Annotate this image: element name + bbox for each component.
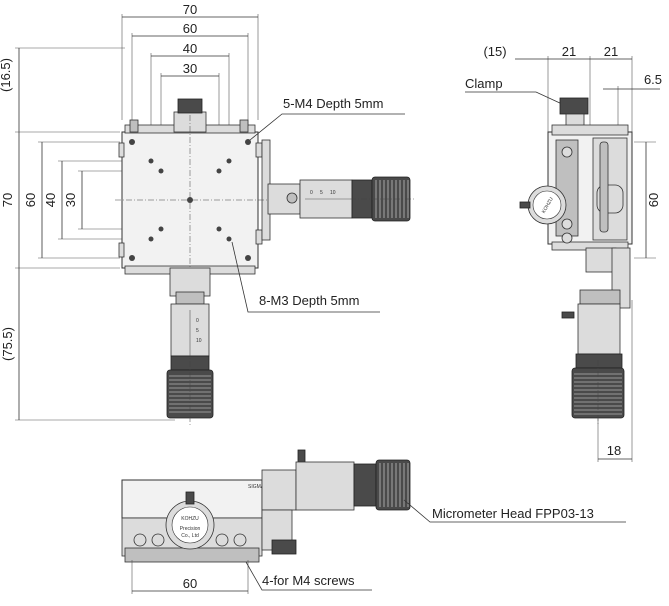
dim-60-top: 60 — [131, 21, 249, 125]
dim-60-left-label: 60 — [23, 193, 38, 207]
svg-text:Co., Ltd: Co., Ltd — [181, 533, 199, 539]
side-tab — [255, 229, 263, 245]
m3-hole — [216, 168, 222, 174]
m3-leader — [231, 241, 380, 313]
svg-text:10: 10 — [330, 190, 336, 196]
dim-30-label: 30 — [183, 61, 197, 76]
front-view: KOHZU Precision Co., Ltd SIGMAKOKI Micro… — [121, 449, 626, 594]
screws-label: 4-for M4 screws — [262, 573, 355, 588]
m3-hole — [158, 226, 164, 232]
m3-label: 8-M3 Depth 5mm — [259, 293, 359, 308]
dim-60-label: 60 — [183, 21, 197, 36]
dim-16-5-label: (16.5) — [0, 58, 13, 92]
svg-text:0: 0 — [196, 318, 199, 324]
side-view: (15) 21 21 6.5 Clamp KOHZU 60 — [465, 44, 662, 462]
side-tab — [255, 142, 263, 158]
dim-21b-label: 21 — [604, 44, 618, 59]
m3-hole — [148, 236, 154, 242]
dim-30-left-label: 30 — [63, 193, 78, 207]
m3-hole — [216, 226, 222, 232]
dim-70-label: 70 — [183, 2, 197, 17]
screw — [561, 232, 573, 244]
top-view: 70 60 40 30 (16.5) — [0, 2, 415, 425]
screw — [561, 146, 573, 158]
clamp-stem — [565, 113, 585, 127]
screw-block — [239, 119, 249, 133]
clamp-leader — [465, 91, 563, 105]
dim-70-top: 70 — [121, 2, 259, 120]
side-lock — [579, 289, 621, 305]
side-top-rail — [551, 124, 629, 136]
side-thimble — [575, 353, 623, 369]
front-base — [124, 547, 260, 563]
clamp-knob — [177, 98, 203, 114]
micrometer-lock — [175, 291, 205, 305]
svg-text:Precision: Precision — [180, 526, 201, 532]
m4-hole — [245, 139, 251, 145]
side-dim-18-label: 18 — [607, 443, 621, 458]
front-screw — [233, 533, 247, 547]
front-mic-mount — [261, 469, 297, 511]
front-mic-sleeve — [295, 461, 355, 511]
svg-text:5: 5 — [196, 328, 199, 334]
dim-70-left-label: 70 — [0, 193, 15, 207]
front-knob — [271, 539, 297, 555]
dim-60-left: 60 — [23, 141, 120, 259]
dim-6-5-label: 6.5 — [644, 72, 662, 87]
side-sleeve — [577, 303, 621, 355]
dim-15-label: (15) — [483, 44, 506, 59]
screw-block — [129, 119, 139, 133]
front-dim-60-label: 60 — [183, 576, 197, 591]
dim-75-5-label: (75.5) — [0, 327, 15, 361]
front-brand: KOHZU — [181, 516, 199, 522]
m4-hole — [129, 255, 135, 261]
m4-label: 5-M4 Depth 5mm — [283, 96, 383, 111]
front-handle — [185, 491, 195, 505]
svg-text:5: 5 — [320, 190, 323, 196]
micrometer-mount — [169, 267, 211, 297]
micrometer-leader — [403, 499, 626, 523]
screw — [561, 218, 573, 230]
side-lower-mount — [585, 247, 617, 273]
m3-hole — [226, 236, 232, 242]
dim-70-left: 70 — [0, 131, 120, 269]
m4-hole — [129, 139, 135, 145]
m3-hole — [226, 158, 232, 164]
side-dim-60-label: 60 — [646, 193, 661, 207]
side-lock-screw — [561, 311, 575, 319]
m3-hole — [148, 158, 154, 164]
m4-hole — [245, 255, 251, 261]
svg-text:0: 0 — [310, 190, 313, 196]
side-handle — [519, 201, 531, 209]
front-screw — [133, 533, 147, 547]
dim-40-label: 40 — [183, 41, 197, 56]
dim-40-left-label: 40 — [43, 193, 58, 207]
micrometer-y: 0 5 10 — [166, 267, 214, 425]
m3-hole — [158, 168, 164, 174]
svg-text:10: 10 — [196, 338, 202, 344]
dim-21a-label: 21 — [562, 44, 576, 59]
front-screw — [215, 533, 229, 547]
m4-hole — [187, 197, 193, 203]
dim-75-5: (75.5) — [0, 268, 175, 421]
clamp-knob — [559, 97, 589, 115]
m4-leader — [249, 113, 405, 141]
screws-leader — [245, 561, 372, 591]
side-tab — [118, 242, 125, 258]
side-slot — [599, 141, 609, 233]
micrometer-lock — [286, 192, 298, 204]
front-mic-thimble — [353, 463, 377, 507]
front-screw — [151, 533, 165, 547]
micrometer-label: Micrometer Head FPP03-13 — [432, 506, 594, 521]
front-mic-knurl — [375, 459, 411, 511]
dim-16-5: (16.5) — [0, 47, 125, 132]
clamp-label: Clamp — [465, 76, 503, 91]
micrometer-x: 0 5 10 — [267, 176, 415, 222]
side-tab — [118, 142, 125, 158]
